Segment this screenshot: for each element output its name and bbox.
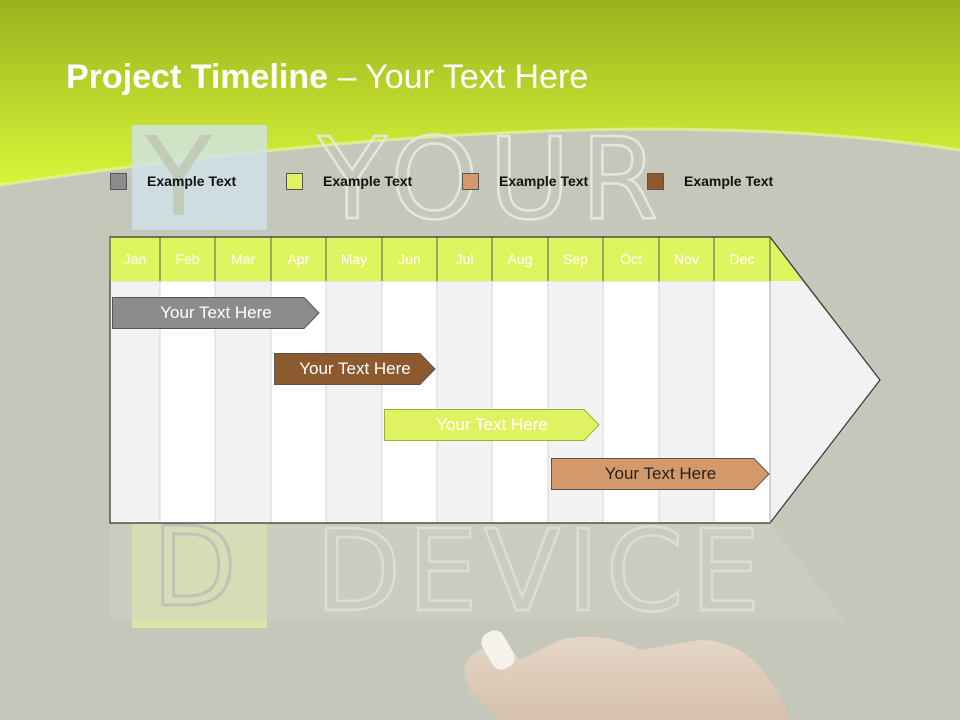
month-label: Jan <box>123 251 147 267</box>
page-title: Project Timeline – Your Text Here <box>66 58 588 97</box>
arrow-head-fill <box>770 281 880 523</box>
month-label: Aug <box>507 251 533 267</box>
month-label: Jun <box>398 251 421 267</box>
legend-label: Example Text <box>499 173 589 189</box>
month-label: Oct <box>620 251 642 267</box>
month-label: May <box>340 251 368 267</box>
task-bar-2: Your Text Here <box>274 353 436 385</box>
month-label: Dec <box>729 251 755 267</box>
legend-swatch <box>110 172 127 190</box>
task-arrow-shape <box>112 297 320 329</box>
task-bar-3: Your Text Here <box>384 409 600 441</box>
legend-label: Example Text <box>147 173 237 189</box>
task-label: Your Text Here <box>299 359 411 378</box>
legend-swatch <box>286 172 303 190</box>
task-bar-1: Your Text Here <box>112 297 320 329</box>
bg-letter-y: Y <box>144 113 213 241</box>
month-column <box>325 280 383 524</box>
legend-item-3: Example Text <box>462 171 588 191</box>
task-arrow-shape <box>384 409 600 441</box>
bg-word-device: DEVICE <box>315 507 767 637</box>
title-rest: – Your Text Here <box>328 58 589 96</box>
task-bar-4: Your Text Here <box>551 458 770 490</box>
month-label: Mar <box>230 251 256 267</box>
month-label: Apr <box>287 251 310 267</box>
month-label: Feb <box>175 251 200 267</box>
month-label: Sep <box>563 251 588 267</box>
task-label: Your Text Here <box>604 464 717 483</box>
month-column <box>381 280 438 524</box>
legend-swatch <box>462 172 479 190</box>
month-column <box>436 280 493 524</box>
month-label: Jul <box>455 251 474 267</box>
task-arrow-shape <box>274 353 436 385</box>
legend-label: Example Text <box>684 173 774 189</box>
task-label: Your Text Here <box>160 303 272 322</box>
month-column <box>491 280 549 524</box>
legend-swatch <box>647 172 664 190</box>
legend-item-1: Example Text <box>110 171 236 191</box>
legend-item-2: Example Text <box>286 171 412 191</box>
task-label: Your Text Here <box>436 415 548 434</box>
task-arrow-shape <box>551 458 770 490</box>
legend-label: Example Text <box>323 173 413 189</box>
bg-word-your: YOUR <box>317 115 668 245</box>
month-label: Nov <box>674 251 699 267</box>
legend-item-4: Example Text <box>647 171 773 191</box>
title-bold: Project Timeline <box>66 58 329 96</box>
